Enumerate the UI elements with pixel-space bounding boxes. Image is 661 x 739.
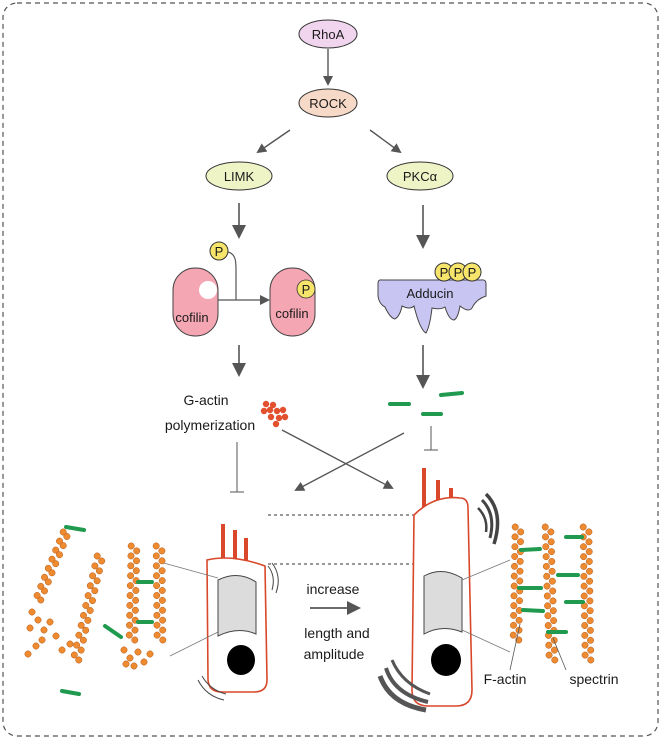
increase-label: increase bbox=[307, 581, 360, 597]
gactin-label-line1: G-actin bbox=[183, 392, 228, 408]
phosphate-donor: P bbox=[209, 241, 229, 261]
g-actin-monomer-9 bbox=[58, 646, 66, 654]
spectrin-bar-free-1 bbox=[64, 525, 86, 532]
g-actin-monomer-11 bbox=[120, 646, 128, 654]
f-actin-filament-r1 bbox=[509, 523, 525, 644]
factin-label: F-actin bbox=[484, 671, 527, 687]
g-actin-monomer-8 bbox=[32, 642, 40, 650]
g-actin-monomer-17 bbox=[122, 660, 130, 668]
cofilin-phosphate-label: P bbox=[302, 282, 311, 297]
g-actin-monomer-5 bbox=[46, 618, 54, 626]
g-actin-monomer-13 bbox=[134, 648, 142, 656]
adducin-phosphate-3 bbox=[462, 262, 482, 282]
zoom-line-right-top bbox=[461, 559, 511, 581]
adducin-phosphate-label-2: P bbox=[454, 265, 463, 280]
g-actin-monomer-7 bbox=[38, 636, 46, 644]
g-actin-monomer-4 bbox=[26, 624, 34, 632]
f-actin-filament-r2 bbox=[541, 523, 559, 664]
inhibition-left bbox=[230, 442, 244, 493]
g-actin-monomer-15 bbox=[146, 650, 154, 658]
rhoa-node: RhoA bbox=[298, 19, 358, 49]
right-actin-lattice bbox=[509, 523, 595, 664]
cofilin-unphosphorylated: cofilin bbox=[172, 267, 219, 337]
f-actin-filament-l1 bbox=[33, 528, 71, 604]
g-actin-monomer-6 bbox=[52, 632, 60, 640]
cofilin-phosphorylated: P cofilin bbox=[269, 267, 316, 337]
limk-label: LIMK bbox=[224, 169, 255, 184]
gactin-label-line2: polymerization bbox=[165, 417, 255, 433]
spectrin-label: spectrin bbox=[569, 671, 618, 687]
rock-label: ROCK bbox=[309, 96, 347, 111]
limk-node: LIMK bbox=[205, 161, 273, 191]
pkca-node: PKCα bbox=[386, 161, 454, 191]
f-actin-filament-l2 bbox=[70, 552, 106, 664]
spectrin-bar-r6 bbox=[521, 608, 545, 613]
free-spectrin bbox=[388, 391, 464, 416]
g-actin-monomer-1 bbox=[28, 608, 36, 616]
spectrin-bar-free-3 bbox=[60, 689, 81, 696]
g-actin-monomer-18 bbox=[24, 650, 32, 658]
adducin-phosphate-label-3: P bbox=[468, 265, 477, 280]
arrow-gactin-to-right bbox=[281, 429, 394, 489]
g-actin-monomer-14 bbox=[140, 658, 148, 666]
arrow-spectrin-to-left bbox=[294, 432, 405, 491]
phosphate-transfer-line bbox=[227, 251, 237, 300]
g-actin-monomer-16 bbox=[130, 662, 138, 670]
length-label: length and bbox=[304, 625, 369, 641]
pkca-label: PKCα bbox=[403, 169, 438, 184]
factin-pointer bbox=[509, 623, 521, 671]
f-actin-filament-l3 bbox=[125, 542, 141, 644]
f-actin-filament-r3 bbox=[579, 523, 595, 664]
g-actin-monomers bbox=[260, 400, 289, 428]
g-actin-monomer-10 bbox=[66, 640, 74, 648]
spectrin-bar-free-2 bbox=[103, 624, 123, 639]
spectrin-pointer bbox=[552, 637, 567, 671]
f-actin-filament-l4 bbox=[152, 542, 167, 644]
rock-node: ROCK bbox=[298, 88, 358, 118]
phosphate-label: P bbox=[215, 244, 224, 259]
hair-cell-right bbox=[377, 468, 500, 713]
cofilin-left-label: cofilin bbox=[175, 310, 208, 325]
g-actin-monomer-3 bbox=[40, 626, 48, 634]
arrow-rock-pkca bbox=[369, 129, 402, 154]
inhibition-right bbox=[424, 426, 438, 451]
left-actin-disorganized bbox=[24, 525, 167, 696]
g-actin-monomer-12 bbox=[126, 654, 134, 662]
spectrin-bar-r1 bbox=[519, 547, 542, 552]
g-actin-monomer-2 bbox=[34, 616, 42, 624]
zoom-line-left-top bbox=[159, 561, 219, 579]
cofilin-right-label: cofilin bbox=[275, 306, 308, 321]
zoom-line-left-bottom bbox=[169, 631, 219, 657]
adducin-protein: Adducin P P P bbox=[377, 262, 487, 334]
adducin-phosphate-label-1: P bbox=[440, 265, 449, 280]
arrow-rock-limk bbox=[256, 129, 291, 154]
amplitude-label: amplitude bbox=[304, 646, 365, 662]
zoom-line-right-bottom bbox=[461, 629, 511, 653]
rhoa-label: RhoA bbox=[312, 27, 345, 42]
adducin-label: Adducin bbox=[407, 286, 454, 301]
hair-cell-left bbox=[197, 524, 279, 701]
